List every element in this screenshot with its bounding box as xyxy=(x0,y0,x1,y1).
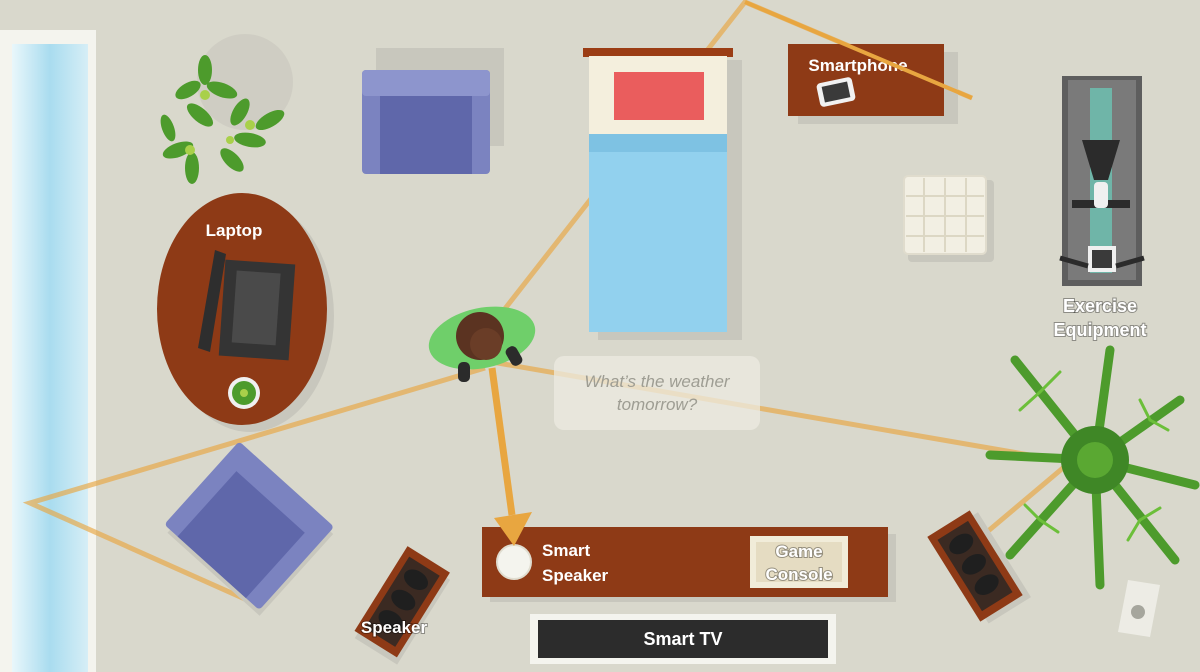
smart-speaker-icon xyxy=(496,544,532,580)
armchair-top xyxy=(362,48,504,174)
smartphone-table: Smartphone xyxy=(788,44,958,124)
speech-bubble-line1: What’s the weather xyxy=(584,372,731,391)
speaker-left xyxy=(354,546,451,665)
exercise-label-line1: Exercise xyxy=(1063,296,1137,316)
game-console-label-line2: Console xyxy=(765,565,832,584)
palm-plant-right xyxy=(985,345,1200,590)
speaker-right xyxy=(927,510,1031,624)
game-console: Game Console xyxy=(750,536,848,588)
potted-plant-topleft xyxy=(160,34,293,184)
smart-speaker-label-line2: Speaker xyxy=(542,566,609,585)
exercise-label-line2: Equipment xyxy=(1054,320,1147,340)
speaker-label: Speaker xyxy=(361,618,428,637)
laptop-icon xyxy=(198,250,296,361)
watermark-logo xyxy=(1118,580,1160,637)
laptop-table: Laptop xyxy=(157,193,334,432)
person-topdown xyxy=(428,306,536,382)
speech-bubble: What’s the weather tomorrow? xyxy=(554,356,760,430)
smart-tv: Smart TV xyxy=(530,614,836,664)
smart-speaker-label-line1: Smart xyxy=(542,541,591,560)
laptop-label: Laptop xyxy=(206,221,263,240)
window xyxy=(0,30,96,672)
smart-speaker-device: Smart Speaker xyxy=(496,541,609,585)
voice-command-arrow xyxy=(488,367,532,546)
exercise-equipment xyxy=(1059,76,1145,286)
armchair-bottom-left xyxy=(165,442,334,616)
floor-tile-box xyxy=(903,175,994,262)
game-console-label-line1: Game xyxy=(775,542,822,561)
small-plant-icon xyxy=(228,377,260,409)
smart-tv-label: Smart TV xyxy=(643,629,722,649)
speech-bubble-line2: tomorrow? xyxy=(617,395,698,414)
signal-line-smartphone xyxy=(744,0,973,100)
smartphone-icon xyxy=(816,77,856,107)
bed xyxy=(583,48,742,340)
